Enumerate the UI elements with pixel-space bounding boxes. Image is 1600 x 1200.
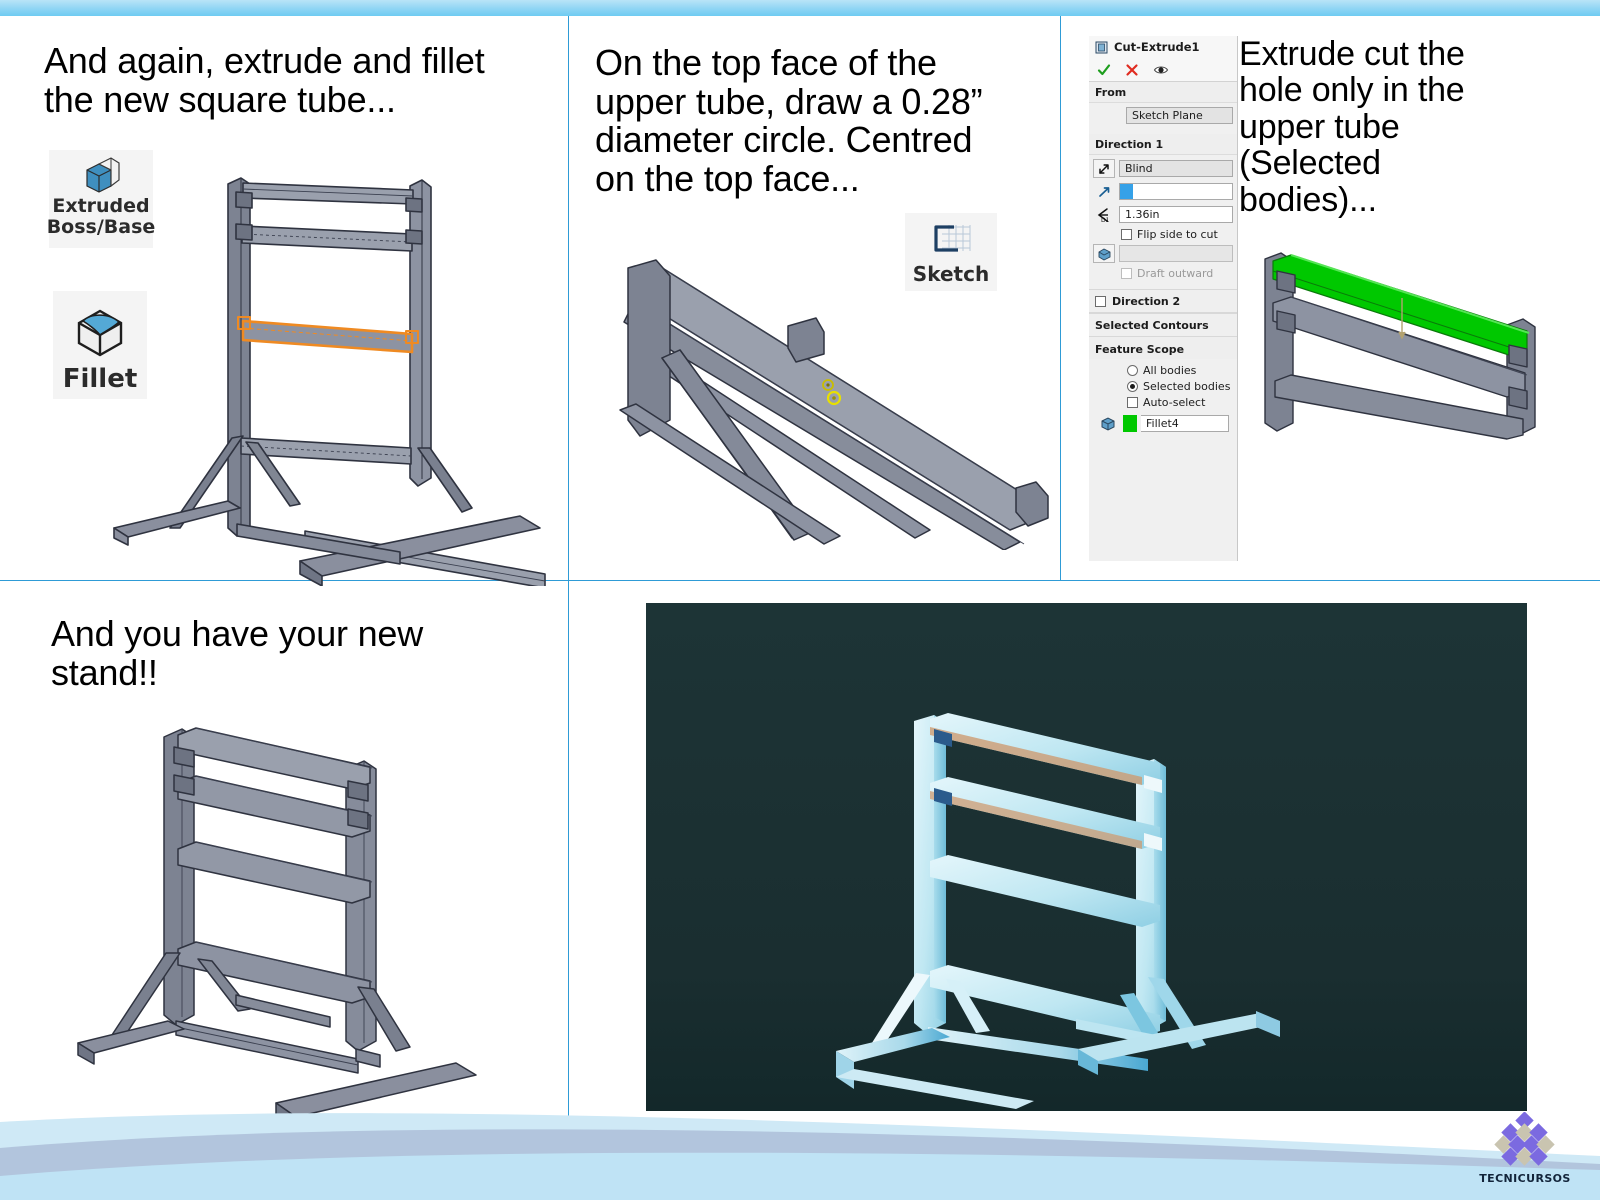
all-bodies-radio[interactable] <box>1127 365 1138 376</box>
divider-vertical-3 <box>568 580 569 1140</box>
body-color-swatch <box>1123 415 1137 432</box>
svg-text:D1: D1 <box>1101 217 1110 223</box>
stand-model-illustration-2 <box>600 230 1050 550</box>
draft-row[interactable] <box>1093 244 1233 263</box>
fillet-icon <box>69 303 131 361</box>
panel-top-right: Extrude cut the hole only in the upper t… <box>1061 16 1600 580</box>
logo-text: TECNICURSOS <box>1479 1172 1571 1185</box>
pm-section-direction2[interactable]: Direction 2 <box>1089 289 1237 313</box>
end-condition-field[interactable]: Blind <box>1119 160 1233 177</box>
selection-chip <box>1120 184 1133 199</box>
eye-icon[interactable] <box>1153 63 1169 77</box>
divider-vertical-2 <box>1060 16 1061 580</box>
direction-2-label: Direction 2 <box>1112 295 1181 308</box>
direction-reference-row[interactable] <box>1093 182 1233 201</box>
selected-bodies-radio[interactable] <box>1127 381 1138 392</box>
draft-icon[interactable] <box>1093 244 1115 263</box>
property-manager-title: Cut-Extrude1 <box>1114 40 1200 54</box>
all-bodies-label: All bodies <box>1143 364 1197 377</box>
body-selection-row[interactable]: Fillet4 <box>1093 412 1233 433</box>
panel-bottom-right <box>569 581 1600 1140</box>
rendered-stand-image <box>646 603 1527 1111</box>
top-decor-bar <box>0 0 1600 16</box>
check-icon[interactable] <box>1097 63 1111 77</box>
panel-top-left-heading: And again, extrude and fillet the new sq… <box>44 40 485 120</box>
draft-outward-row: Draft outward <box>1121 267 1233 280</box>
auto-select-checkbox[interactable] <box>1127 397 1138 408</box>
extruded-boss-base-label: Extruded Boss/Base <box>46 195 156 238</box>
selected-contours-label: Selected Contours <box>1095 319 1209 332</box>
pm-section-direction1-label: Direction 1 <box>1089 134 1237 155</box>
pm-section-feature-scope-label: Feature Scope <box>1089 337 1237 359</box>
extruded-boss-base-button[interactable]: Extruded Boss/Base <box>46 150 156 248</box>
property-manager-panel[interactable]: Cut-Extrude1 From <box>1089 36 1238 561</box>
selected-bodies-label: Selected bodies <box>1143 380 1231 393</box>
sketch-button[interactable]: Sketch <box>905 213 997 291</box>
flip-side-to-cut-label: Flip side to cut <box>1137 228 1218 241</box>
flip-side-to-cut-row[interactable]: Flip side to cut <box>1121 228 1233 241</box>
panel-top-left: And again, extrude and fillet the new sq… <box>0 16 568 586</box>
direction-reference-field[interactable] <box>1119 183 1233 200</box>
extrude-icon <box>79 156 123 196</box>
all-bodies-row[interactable]: All bodies <box>1127 364 1233 377</box>
auto-select-row[interactable]: Auto-select <box>1127 396 1233 409</box>
flip-side-to-cut-checkbox[interactable] <box>1121 229 1132 240</box>
fillet-button[interactable]: Fillet <box>53 291 147 399</box>
reverse-direction-icon[interactable] <box>1093 159 1115 178</box>
sketch-icon <box>928 223 974 261</box>
draft-angle-field <box>1119 245 1233 262</box>
from-condition-row[interactable]: Sketch Plane <box>1126 107 1233 124</box>
divider-horizontal-1 <box>0 580 1600 581</box>
depth-field[interactable]: 1.36in <box>1119 206 1233 223</box>
cross-icon[interactable] <box>1125 63 1139 77</box>
divider-vertical-1 <box>568 16 569 580</box>
property-manager-title-row: Cut-Extrude1 <box>1089 36 1237 58</box>
cut-extrude-icon <box>1095 41 1108 54</box>
draft-outward-label: Draft outward <box>1137 267 1214 280</box>
pm-section-from-label: From <box>1089 82 1237 103</box>
auto-select-label: Auto-select <box>1143 396 1206 409</box>
solid-body-icon <box>1097 414 1119 433</box>
sketch-circle-points <box>822 379 842 406</box>
pm-section-direction1-body: Blind D1 <box>1089 155 1237 289</box>
depth-row[interactable]: D1 1.36in <box>1093 205 1233 224</box>
panel-top-middle: On the top face of the upper tube, draw … <box>569 16 1060 580</box>
depth-d1-icon: D1 <box>1093 205 1115 224</box>
fillet-label: Fillet <box>62 364 138 394</box>
direction-2-checkbox[interactable] <box>1095 296 1106 307</box>
property-manager-actions <box>1089 58 1237 82</box>
body-name-field[interactable]: Fillet4 <box>1141 415 1229 432</box>
panel-top-right-heading: Extrude cut the hole only in the upper t… <box>1239 35 1465 219</box>
pm-section-feature-scope-body: All bodies Selected bodies Auto-select <box>1089 359 1237 439</box>
hole-cut-dimension <box>1398 298 1406 340</box>
direction-arrow-icon <box>1093 182 1115 201</box>
pm-section-from-body: Sketch Plane <box>1089 103 1237 134</box>
panel-bottom-left-heading: And you have your new stand!! <box>51 613 424 693</box>
stand-model-illustration-4 <box>60 691 480 1121</box>
draft-outward-checkbox <box>1121 268 1132 279</box>
panel-top-middle-heading: On the top face of the upper tube, draw … <box>595 42 983 199</box>
pm-section-selected-contours[interactable]: Selected Contours <box>1089 313 1237 337</box>
diamond-grid-icon <box>1494 1112 1556 1170</box>
stand-model-illustration-1 <box>100 156 550 586</box>
sketch-label: Sketch <box>912 262 990 286</box>
end-condition-row[interactable]: Blind <box>1093 159 1233 178</box>
selected-bodies-row[interactable]: Selected bodies <box>1127 380 1233 393</box>
stand-model-illustration-3 <box>1251 241 1571 441</box>
panel-bottom-left: And you have your new stand!! <box>0 581 568 1140</box>
from-condition-field[interactable]: Sketch Plane <box>1126 107 1233 124</box>
tecnicursos-logo: TECNICURSOS <box>1466 1112 1584 1185</box>
